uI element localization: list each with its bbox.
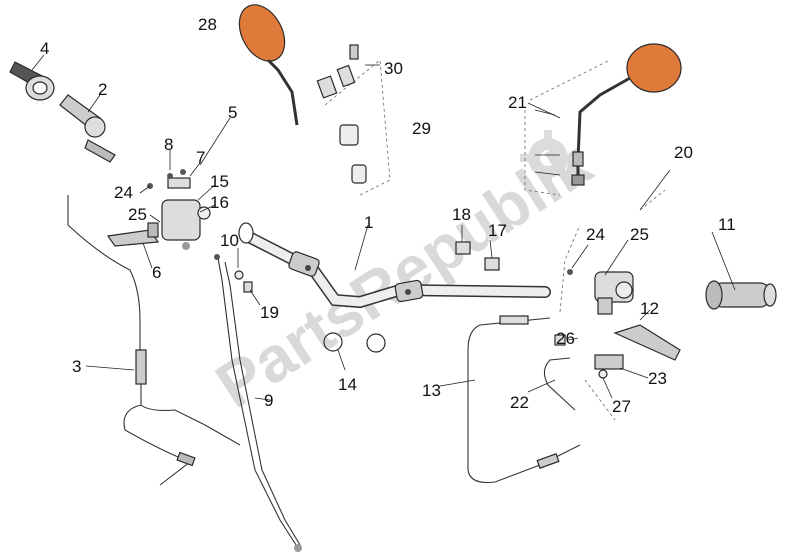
callout-15: 15 — [210, 172, 229, 191]
callout-14: 14 — [338, 375, 357, 394]
callout-29: 29 — [412, 119, 431, 138]
cable-9 — [214, 254, 302, 552]
circlips — [323, 332, 386, 353]
callout-4: 4 — [40, 39, 49, 58]
mirror-fixings — [316, 44, 391, 196]
watermark: PartsRepublik — [203, 127, 603, 422]
callout-20: 20 — [674, 143, 693, 162]
right-controls — [554, 269, 681, 379]
cable-13 — [467, 315, 581, 484]
callout-11: 11 — [718, 215, 736, 234]
callout-30: 30 — [384, 59, 403, 78]
callout-17: 17 — [488, 221, 507, 240]
callout-28: 28 — [198, 15, 217, 34]
left-master-cylinder — [106, 169, 211, 250]
cable-left — [67, 195, 241, 486]
callout-1: 1 — [364, 213, 373, 232]
handlebar — [238, 222, 551, 309]
callout-5: 5 — [228, 103, 237, 122]
callout-7: 7 — [196, 148, 205, 167]
callout-9: 9 — [264, 391, 273, 410]
callout-8: 8 — [164, 135, 173, 154]
callout-16: 16 — [210, 193, 229, 212]
left-grip-and-throttle — [9, 61, 116, 163]
cable-22 — [543, 357, 576, 411]
callout-24-left: 24 — [114, 183, 133, 202]
watermark-text: PartsRepublik — [203, 127, 603, 422]
callout-2: 2 — [98, 80, 107, 99]
callout-23: 23 — [648, 369, 667, 388]
callout-25-left: 25 — [128, 205, 147, 224]
callout-26: 26 — [556, 329, 575, 348]
bar-end-weights — [455, 241, 500, 271]
callout-25-right: 25 — [630, 225, 649, 244]
callout-12: 12 — [640, 299, 659, 318]
callout-27: 27 — [612, 397, 631, 416]
callout-21: 21 — [508, 93, 527, 112]
callout-24-right: 24 — [586, 225, 605, 244]
callout-13: 13 — [422, 381, 441, 400]
leader-lines — [31, 54, 736, 401]
callout-6: 6 — [152, 263, 161, 282]
callout-labels: 4 2 3 5 8 7 15 16 24 25 6 10 19 9 14 1 2… — [40, 15, 736, 416]
callout-22: 22 — [510, 393, 529, 412]
left-mirror — [238, 4, 299, 126]
right-mirror — [524, 43, 682, 196]
callout-19: 19 — [260, 303, 279, 322]
right-grip — [705, 280, 777, 310]
callout-10: 10 — [220, 231, 239, 250]
callout-3: 3 — [72, 357, 81, 376]
callout-18: 18 — [452, 205, 471, 224]
